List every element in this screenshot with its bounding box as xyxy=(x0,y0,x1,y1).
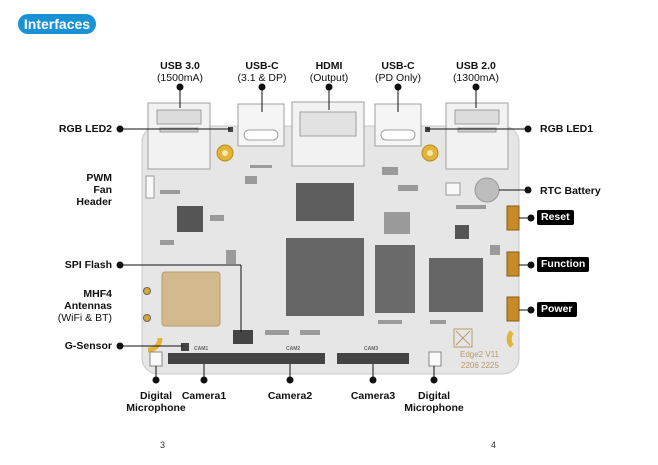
usb2-port xyxy=(445,102,509,170)
chip-emmc xyxy=(296,183,354,221)
label-usb3: USB 3.0(1500mA) xyxy=(156,60,204,84)
label-rgb-led2: RGB LED2 xyxy=(58,123,112,135)
camera2-connector xyxy=(253,353,325,364)
chip-grey xyxy=(384,212,410,234)
label-usbc-pd: USB-C(PD Only) xyxy=(374,60,422,84)
silk-cam1: CAM1 xyxy=(194,346,209,352)
page-number-right: 4 xyxy=(491,440,497,450)
spi-flash-chip xyxy=(233,330,253,344)
label-digital-mic-right: Digital Microphone xyxy=(404,390,464,414)
label-spi-flash: SPI Flash xyxy=(64,259,112,271)
label-mhf4-antennas: MHF4 Antennas (WiFi & BT) xyxy=(57,288,112,324)
function-button-hw xyxy=(506,251,520,277)
reset-button-hw xyxy=(506,205,520,231)
ram-chip xyxy=(375,245,415,313)
label-usb2: USB 2.0(1300mA) xyxy=(452,60,500,84)
label-power: Power xyxy=(537,302,577,317)
silk-model: Edge2 V11 xyxy=(460,350,499,359)
wifi-module xyxy=(161,271,221,327)
soc-chip xyxy=(286,238,364,316)
label-hdmi: HDMI(Output) xyxy=(309,60,349,84)
label-camera3: Camera3 xyxy=(350,390,396,402)
label-reset: Reset xyxy=(537,210,574,225)
label-function: Function xyxy=(537,257,590,272)
mic-right xyxy=(428,351,442,367)
usbc-31-port xyxy=(237,103,285,147)
label-camera1: Camera1 xyxy=(181,390,227,402)
label-rtc-battery: RTC Battery xyxy=(540,185,601,197)
label-pwm-fan-header: PWM Fan Header xyxy=(76,172,112,208)
section-title: Interfaces xyxy=(18,14,96,34)
page-number-left: 3 xyxy=(160,440,166,450)
chip-small-left xyxy=(177,206,203,232)
label-camera2: Camera2 xyxy=(267,390,313,402)
label-digital-mic-left: Digital Microphone xyxy=(126,390,186,414)
silk-cam2: CAM2 xyxy=(286,346,301,352)
mic-left xyxy=(149,351,163,367)
rgb-led2 xyxy=(228,127,233,132)
g-sensor-chip xyxy=(181,343,189,351)
power-button-hw xyxy=(506,296,520,322)
camera3-connector xyxy=(337,353,409,364)
label-rgb-led1: RGB LED1 xyxy=(540,123,594,135)
pmic-chip xyxy=(429,258,483,312)
silk-date: 2206 2225 xyxy=(461,361,499,370)
camera1-connector xyxy=(168,353,258,364)
hdmi-port xyxy=(291,101,365,167)
silk-cam3: CAM3 xyxy=(364,346,379,352)
label-g-sensor: G-Sensor xyxy=(64,340,112,352)
label-usbc-dp: USB-C(3.1 & DP) xyxy=(237,60,287,84)
usb3-port xyxy=(147,102,211,170)
